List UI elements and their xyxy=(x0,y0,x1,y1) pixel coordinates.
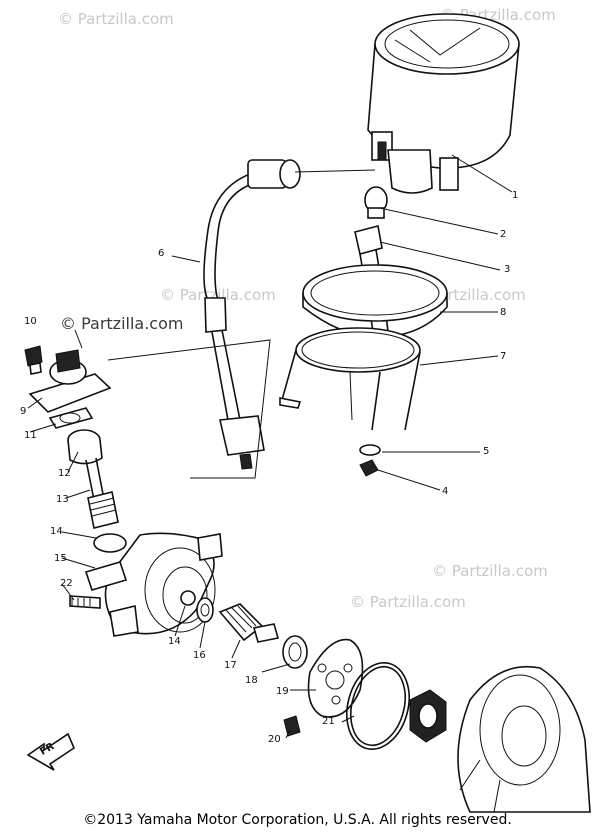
gear-housing xyxy=(69,532,223,637)
callout-17: 17 xyxy=(224,660,237,671)
callout-5: 5 xyxy=(483,446,490,457)
watermark: © Partzilla.com xyxy=(160,286,276,304)
damper-ring xyxy=(302,264,448,338)
washer-nut xyxy=(359,444,381,477)
speedometer-meter xyxy=(367,13,520,194)
front-direction-arrow xyxy=(26,732,75,771)
callout-20: 20 xyxy=(268,734,281,745)
washer-and-driven-gear xyxy=(196,597,280,643)
callout-15: 15 xyxy=(54,553,67,564)
callout-9: 9 xyxy=(20,406,27,417)
copyright-notice: ©2013 Yamaha Motor Corporation, U.S.A. A… xyxy=(83,812,512,828)
gear-housing-left-parts xyxy=(24,345,119,529)
callout-14: 14 xyxy=(50,526,63,537)
callout-2: 2 xyxy=(500,229,507,240)
leader-lines-lower xyxy=(27,329,355,739)
callout-19: 19 xyxy=(276,686,289,697)
callout-22: 22 xyxy=(60,578,73,589)
callout-8: 8 xyxy=(500,307,507,318)
drive-plate-and-ring xyxy=(282,635,410,751)
callout-1: 1 xyxy=(512,190,519,201)
callout-18: 18 xyxy=(245,675,258,686)
callout-6: 6 xyxy=(158,248,165,259)
callout-21: 21 xyxy=(322,716,335,727)
callout-16: 16 xyxy=(193,650,206,661)
bulb-part xyxy=(364,186,388,219)
callout-11: 11 xyxy=(24,430,37,441)
watermark: © Partzilla.com xyxy=(432,562,548,580)
watermark: © Partzilla.com xyxy=(58,10,174,28)
callout-14: 14 xyxy=(168,636,181,647)
watermark: © Partzilla.com xyxy=(60,314,184,333)
watermark: © Partzilla.com xyxy=(350,593,466,611)
callout-13: 13 xyxy=(56,494,69,505)
callout-12: 12 xyxy=(58,468,71,479)
callout-3: 3 xyxy=(504,264,511,275)
callout-10: 10 xyxy=(24,316,37,327)
meter-bracket xyxy=(279,327,421,431)
wheel-hub xyxy=(409,665,591,813)
speedometer-cable xyxy=(203,159,301,470)
callout-4: 4 xyxy=(442,486,449,497)
callout-7: 7 xyxy=(500,351,507,362)
leader-lines xyxy=(107,154,513,491)
